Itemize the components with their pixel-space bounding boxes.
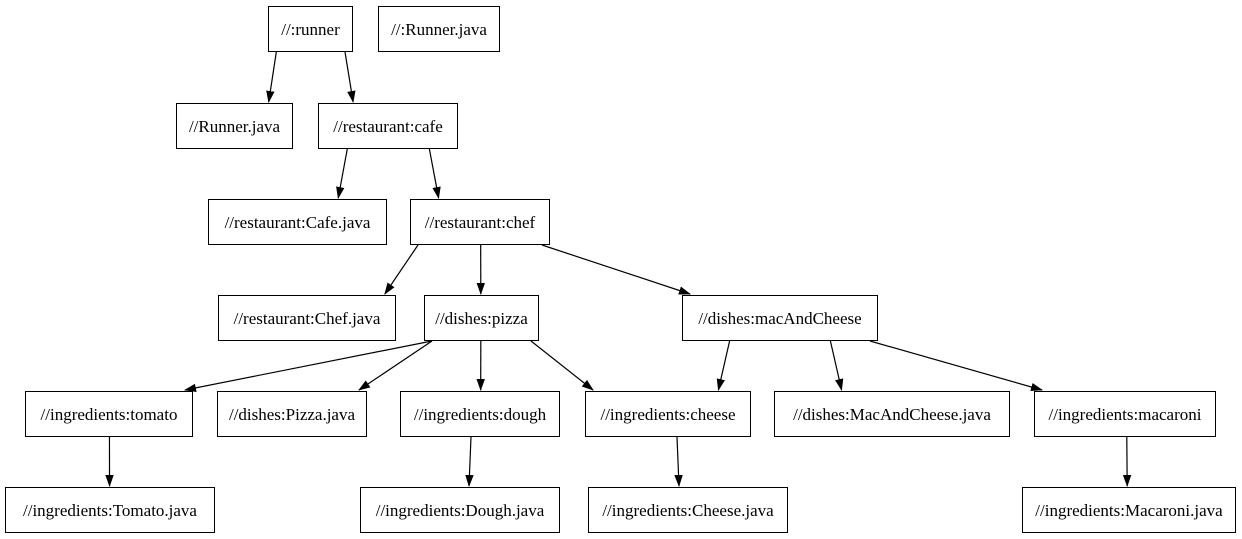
graph-node-label: //dishes:MacAndCheese.java — [793, 404, 991, 424]
graph-node-label: //ingredients:Macaroni.java — [1035, 500, 1223, 520]
graph-node-label: //dishes:pizza — [435, 308, 528, 328]
graph-node-label: //ingredients:cheese — [600, 404, 736, 424]
graph-node-macaroni-java: //ingredients:Macaroni.java — [1022, 487, 1236, 533]
graph-node-mac-and-cheese: //dishes:macAndCheese — [682, 295, 878, 341]
graph-node-label: //:Runner.java — [391, 19, 487, 39]
graph-node-tomato-java: //ingredients:Tomato.java — [5, 487, 215, 533]
graph-node-pizza-java: //dishes:Pizza.java — [217, 391, 367, 437]
graph-node-label: //ingredients:Tomato.java — [23, 500, 197, 520]
graph-node-label: //restaurant:Cafe.java — [224, 212, 371, 232]
graph-node-cheese: //ingredients:cheese — [585, 391, 751, 437]
graph-edge-runner-to-cafe — [344, 51, 356, 103]
graph-node-macaroni: //ingredients:macaroni — [1034, 391, 1216, 437]
graph-node-cheese-java: //ingredients:Cheese.java — [588, 487, 788, 533]
graph-node-dough-java: //ingredients:Dough.java — [360, 487, 560, 533]
graph-edge-dough-to-dough-java — [465, 436, 474, 487]
graph-edge-pizza-to-tomato — [184, 340, 433, 392]
graph-node-mac-and-cheese-java: //dishes:MacAndCheese.java — [774, 391, 1010, 437]
graph-edge-chef-to-mac-and-cheese — [541, 244, 691, 295]
graph-edge-cheese-to-cheese-java — [674, 436, 683, 487]
graph-node-label: //restaurant:chef — [424, 212, 536, 232]
graph-node-label: //Runner.java — [188, 116, 281, 136]
graph-edge-mac-and-cheese-to-macaroni — [869, 340, 1043, 392]
graph-node-runner-java-root: //:Runner.java — [378, 6, 500, 52]
graph-node-label: //restaurant:Chef.java — [233, 308, 381, 328]
graph-node-label: //ingredients:Dough.java — [375, 500, 545, 520]
graph-node-label: //restaurant:cafe — [333, 116, 443, 136]
graph-node-dough: //ingredients:dough — [400, 391, 560, 437]
graph-node-runner-java: //Runner.java — [176, 103, 293, 149]
graph-node-label: //ingredients:dough — [413, 404, 547, 424]
graph-node-tomato: //ingredients:tomato — [25, 391, 193, 437]
graph-node-pizza: //dishes:pizza — [424, 295, 539, 341]
graph-node-label: //dishes:Pizza.java — [228, 404, 356, 424]
graph-node-label: //ingredients:macaroni — [1048, 404, 1202, 424]
graph-edge-mac-and-cheese-to-mac-and-cheese-java — [829, 340, 844, 391]
graph-node-cafe: //restaurant:cafe — [318, 103, 458, 149]
graph-node-label: //:runner — [281, 19, 340, 39]
graph-edge-runner-to-runner-java — [266, 51, 277, 103]
graph-node-runner: //:runner — [268, 6, 353, 52]
graph-node-label: //ingredients:tomato — [40, 404, 178, 424]
graph-edge-cafe-to-cafe-java — [336, 148, 348, 199]
graph-node-label: //dishes:macAndCheese — [698, 308, 862, 328]
graph-edge-chef-to-chef-java — [384, 244, 419, 295]
graph-node-label: //ingredients:Cheese.java — [602, 500, 774, 520]
graph-edges — [105, 51, 1132, 487]
graph-node-chef-java: //restaurant:Chef.java — [218, 295, 396, 341]
graph-edge-pizza-to-cheese — [530, 340, 594, 391]
graph-node-chef: //restaurant:chef — [410, 199, 550, 245]
graph-edge-cafe-to-chef — [428, 148, 441, 199]
graph-node-cafe-java: //restaurant:Cafe.java — [208, 199, 387, 245]
graph-edge-mac-and-cheese-to-cheese — [716, 340, 731, 391]
graph-edge-pizza-to-pizza-java — [358, 340, 433, 391]
